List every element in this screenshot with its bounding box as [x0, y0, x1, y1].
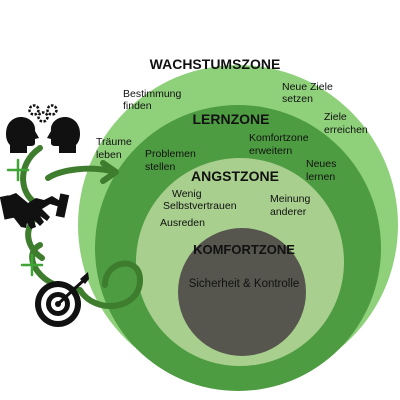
comfort-zone-title: KOMFORTZONE [193, 242, 295, 257]
growth-zone-title: WACHSTUMSZONE [150, 56, 281, 72]
comfort-zone-circle [178, 228, 306, 356]
plus-icon [6, 158, 30, 182]
learning-zone-title: LERNZONE [193, 111, 270, 127]
gears-icon [28, 104, 58, 123]
growth-item-new-goals: Neue Ziele setzen [282, 81, 336, 105]
target-icon [35, 272, 89, 327]
comfort-zone-subtitle: Sicherheit & Kontrolle [189, 278, 300, 290]
learning-item-expand: Komfortzone erweitern [249, 132, 311, 157]
fear-zone-title: ANGSTZONE [191, 168, 279, 184]
thinking-heads-icon [6, 117, 80, 153]
plus-icon [20, 253, 44, 277]
growth-item-purpose: Bestimmung finden [123, 88, 184, 112]
learning-item-problems: Problemen stellen [145, 148, 199, 173]
arrow-icon [100, 160, 119, 184]
learning-item-learn: Neues lernen [306, 158, 339, 183]
fear-item-confidence: Wenig Selbstvertrauen [163, 188, 237, 212]
growth-item-reach-goals: Ziele erreichen [324, 111, 368, 136]
growth-item-dreams: Träume leben [96, 136, 135, 161]
fear-item-opinion: Meinung anderer [270, 193, 313, 218]
journey-path [20, 145, 144, 309]
fear-item-excuses: Ausreden [160, 217, 205, 229]
handshake-icon [0, 193, 70, 229]
